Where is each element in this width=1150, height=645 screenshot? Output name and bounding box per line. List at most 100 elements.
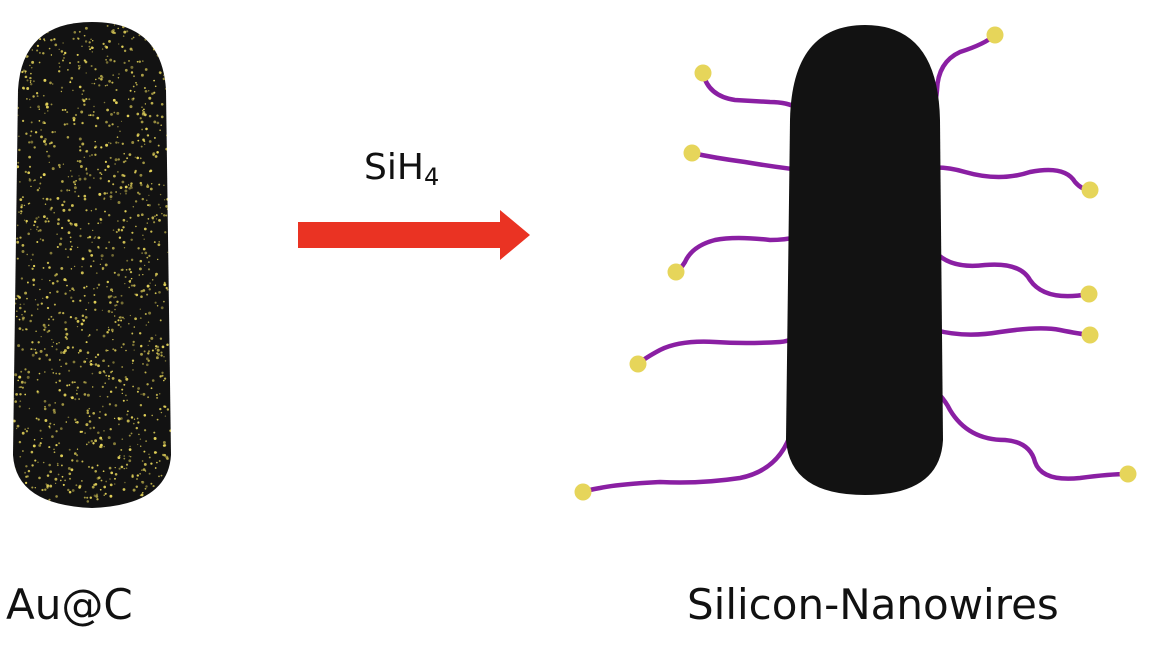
gold-particle <box>36 390 40 394</box>
gold-particle <box>15 53 18 56</box>
gold-particle <box>101 258 103 260</box>
gold-particle <box>88 415 91 418</box>
gold-particle <box>31 253 34 256</box>
gold-particle <box>166 122 169 125</box>
gold-particle <box>35 417 38 420</box>
gold-particle <box>140 213 144 217</box>
gold-particle <box>152 219 154 221</box>
gold-particle <box>74 113 78 117</box>
gold-particle <box>138 433 140 436</box>
gold-particle <box>18 211 20 213</box>
gold-particle <box>68 369 71 372</box>
gold-particle <box>58 242 62 246</box>
gold-particle <box>89 155 91 157</box>
gold-particle <box>120 448 123 451</box>
gold-particle <box>113 271 116 274</box>
gold-particle <box>127 184 130 186</box>
gold-particle <box>145 324 147 326</box>
gold-particle <box>87 335 90 338</box>
gold-particle <box>129 216 132 219</box>
gold-particle <box>144 103 147 105</box>
gold-particle <box>151 379 155 382</box>
gold-particle <box>166 134 169 137</box>
gold-particle <box>53 410 57 414</box>
gold-particle <box>140 120 144 124</box>
gold-particle <box>141 197 145 201</box>
gold-particle <box>127 410 129 413</box>
gold-particle <box>83 393 87 396</box>
gold-particle <box>14 400 17 403</box>
gold-particle <box>147 396 150 399</box>
gold-particle <box>105 58 108 61</box>
gold-particle <box>28 141 31 144</box>
gold-particle <box>119 193 122 195</box>
gold-particle <box>122 218 126 222</box>
gold-particle <box>102 470 105 473</box>
gold-particle <box>172 129 174 131</box>
gold-particle <box>58 372 61 375</box>
gold-particle <box>29 64 31 67</box>
gold-particle <box>119 130 121 133</box>
gold-particle <box>54 43 58 47</box>
gold-particle <box>85 443 88 446</box>
gold-particle <box>161 345 165 349</box>
gold-particle <box>107 295 111 299</box>
gold-particle <box>62 59 64 62</box>
gold-particle <box>140 445 142 447</box>
gold-particle <box>16 224 19 227</box>
gold-particle <box>114 320 117 324</box>
gold-particle <box>76 454 79 457</box>
gold-particle <box>73 31 77 34</box>
gold-particle <box>147 268 151 271</box>
gold-particle <box>26 281 29 284</box>
gold-particle <box>123 152 125 155</box>
gold-particle <box>98 371 102 375</box>
gold-particle <box>159 207 161 209</box>
gold-particle <box>156 304 159 307</box>
gold-particle <box>69 81 72 84</box>
gold-particle <box>155 218 158 220</box>
gold-particle <box>162 26 164 28</box>
gold-particle <box>30 185 32 188</box>
gold-particle <box>42 266 45 269</box>
gold-particle <box>102 334 106 338</box>
gold-particle <box>16 91 19 94</box>
gold-particle <box>16 165 20 169</box>
gold-particle <box>78 349 82 353</box>
gold-particle <box>166 36 170 40</box>
gold-particle <box>21 348 24 351</box>
gold-particle <box>107 213 111 217</box>
gold-particle <box>162 379 165 382</box>
gold-particle <box>26 25 29 28</box>
gold-particle <box>31 464 34 467</box>
gold-particle <box>168 232 171 235</box>
gold-particle <box>48 358 52 362</box>
gold-particle <box>45 483 47 485</box>
gold-particle <box>70 204 74 207</box>
gold-particle <box>93 177 95 179</box>
gold-particle <box>109 142 112 145</box>
gold-particle <box>14 499 18 503</box>
gold-particle <box>56 197 60 200</box>
gold-particle <box>115 141 118 144</box>
gold-particle <box>117 158 120 161</box>
gold-particle <box>140 352 143 356</box>
gold-particle <box>118 43 120 45</box>
gold-particle <box>45 197 49 201</box>
gold-particle <box>83 177 87 181</box>
gold-particle <box>104 160 107 163</box>
gold-particle <box>144 470 147 472</box>
gold-particle <box>108 403 112 406</box>
gold-particle <box>18 375 22 379</box>
gold-particle <box>17 379 20 382</box>
gold-particle <box>50 141 53 145</box>
reaction-arrow <box>298 210 530 260</box>
gold-particle <box>131 38 133 40</box>
gold-particle <box>126 157 129 160</box>
gold-particle <box>83 381 86 384</box>
gold-particle <box>92 229 94 232</box>
gold-particle <box>160 124 163 127</box>
gold-particle <box>23 381 27 384</box>
gold-particle <box>172 227 174 229</box>
